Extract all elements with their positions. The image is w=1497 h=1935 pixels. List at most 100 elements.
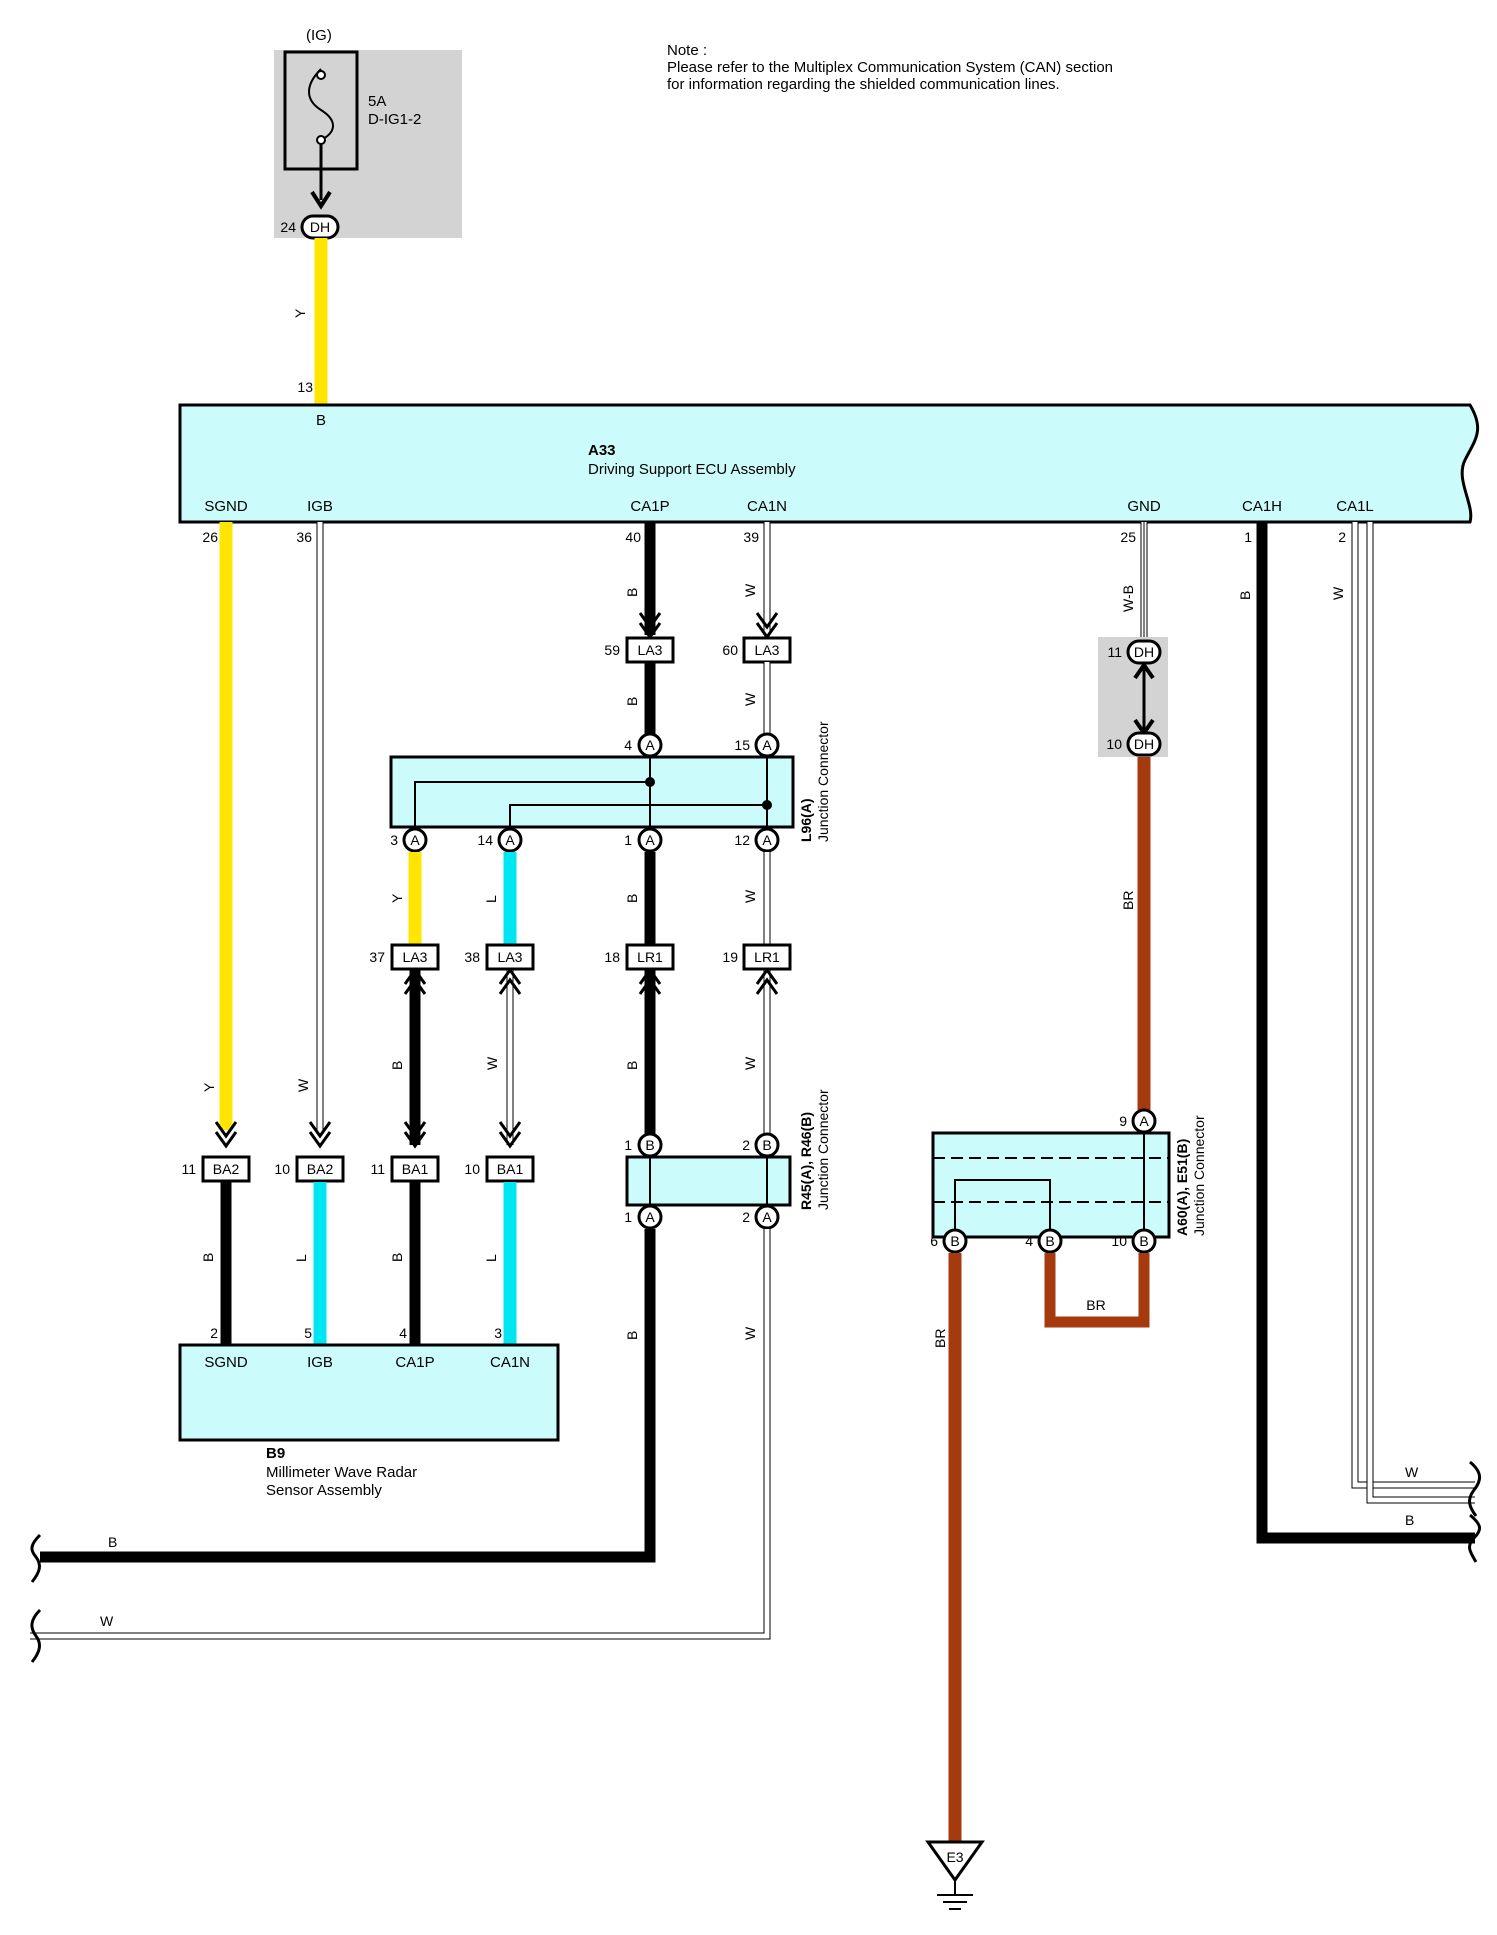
svg-text:BR: BR	[932, 1329, 948, 1348]
svg-text:LA3: LA3	[498, 949, 523, 965]
svg-text:Junction Connector: Junction Connector	[815, 721, 831, 842]
svg-text:1: 1	[1244, 529, 1252, 545]
pin-r45-1	[637, 1204, 663, 1230]
svg-text:L96(A): L96(A)	[798, 798, 814, 842]
svg-text:38: 38	[464, 949, 480, 965]
svg-text:BA1: BA1	[402, 1161, 429, 1177]
svg-text:A: A	[762, 832, 772, 848]
svg-text:B: B	[624, 1331, 640, 1340]
ecu-terminal-igb: IGB	[307, 498, 333, 515]
svg-text:Junction Connector: Junction Connector	[815, 1089, 831, 1210]
connector-la3-59	[625, 636, 675, 664]
ground-symbol: E3	[925, 1840, 985, 1910]
svg-text:B: B	[389, 1061, 405, 1070]
svg-text:B: B	[1405, 1512, 1414, 1528]
svg-text:W: W	[742, 583, 758, 597]
svg-text:36: 36	[296, 529, 312, 545]
note-heading: Note :	[667, 42, 707, 59]
svg-text:A: A	[645, 832, 655, 848]
connector-ba2-10	[295, 1155, 345, 1183]
arrow-down-icon	[310, 190, 332, 210]
svg-text:13: 13	[297, 379, 313, 395]
svg-text:37: 37	[369, 949, 385, 965]
ecu-box: B A33 Driving Support ECU Assembly SGND …	[178, 403, 1480, 524]
svg-text:W: W	[1330, 586, 1346, 600]
svg-text:24: 24	[280, 219, 296, 235]
ecu-terminal-ca1l: CA1L	[1336, 498, 1374, 515]
wire-b-can-bus-left	[40, 1229, 656, 1563]
svg-text:BA2: BA2	[213, 1161, 240, 1177]
svg-text:LA3: LA3	[403, 949, 428, 965]
svg-text:W: W	[100, 1613, 114, 1629]
svg-text:W: W	[742, 889, 758, 903]
svg-text:W-B: W-B	[1120, 585, 1136, 612]
svg-text:LR1: LR1	[754, 949, 780, 965]
wire-w-ca1l-2	[1367, 522, 1475, 1503]
svg-text:W: W	[1405, 1464, 1419, 1480]
junction-connector-a60: A60(A), E51(B) Junction Connector	[931, 1115, 1207, 1239]
note-line-2: for information regarding the shielded c…	[667, 76, 1060, 93]
svg-text:10: 10	[464, 1161, 480, 1177]
svg-text:1: 1	[624, 832, 632, 848]
svg-text:Y: Y	[389, 893, 405, 903]
pin-r46-1	[637, 1132, 663, 1158]
ecu-terminal-ca1h: CA1H	[1242, 498, 1282, 515]
ground-label: E3	[946, 1849, 963, 1865]
wire-w-can-bus-left	[30, 1229, 770, 1639]
svg-text:B: B	[624, 697, 640, 706]
svg-text:Y: Y	[201, 1082, 217, 1092]
svg-text:10: 10	[1111, 1233, 1127, 1249]
svg-text:B: B	[624, 588, 640, 597]
pin-a60-9	[1131, 1108, 1157, 1134]
pin-l96-1	[637, 827, 663, 853]
svg-text:2: 2	[742, 1137, 750, 1153]
ground-icon	[925, 1840, 985, 1883]
svg-text:Y: Y	[292, 308, 308, 318]
svg-text:BA1: BA1	[497, 1161, 524, 1177]
pin-e51-6	[942, 1228, 968, 1254]
svg-text:14: 14	[477, 832, 493, 848]
svg-text:Junction Connector: Junction Connector	[1191, 1115, 1207, 1236]
svg-text:L: L	[293, 1254, 309, 1262]
pin-l96-14	[497, 827, 523, 853]
svg-text:11: 11	[181, 1161, 196, 1177]
svg-text:18: 18	[604, 949, 620, 965]
fuse-element-icon	[308, 68, 334, 141]
radar-name-2: Sensor Assembly	[266, 1482, 382, 1499]
pin-l96-15	[754, 732, 780, 758]
svg-text:B: B	[1045, 1233, 1054, 1249]
wire-br-loop	[1044, 1253, 1150, 1328]
svg-text:DH: DH	[1134, 736, 1154, 752]
wire-w-ca1l-1	[1352, 522, 1475, 1488]
fuse-rating: 5A	[368, 93, 386, 110]
svg-text:B: B	[624, 894, 640, 903]
svg-text:A60(A), E51(B): A60(A), E51(B)	[1174, 1139, 1190, 1236]
svg-text:A: A	[645, 1209, 655, 1225]
wire-b-ca1h	[1256, 522, 1475, 1544]
svg-text:6: 6	[930, 1233, 938, 1249]
svg-text:B: B	[1139, 1233, 1148, 1249]
pin-e51-4	[1037, 1228, 1063, 1254]
svg-text:CA1P: CA1P	[395, 1354, 434, 1371]
pin-e51-10	[1131, 1228, 1157, 1254]
svg-text:DH: DH	[310, 219, 330, 235]
svg-text:1: 1	[624, 1137, 632, 1153]
svg-text:LA3: LA3	[638, 642, 663, 658]
svg-text:2: 2	[742, 1209, 750, 1225]
svg-text:40: 40	[625, 529, 641, 545]
ecu-terminal-ca1p: CA1P	[630, 498, 669, 515]
svg-text:25: 25	[1120, 529, 1136, 545]
note: Note : Please refer to the Multiplex Com…	[667, 42, 1113, 93]
svg-text:BR: BR	[1086, 1297, 1105, 1313]
svg-text:3: 3	[494, 1325, 502, 1341]
junction-connector-l96: L96(A) Junction Connector	[389, 721, 831, 842]
svg-text:SGND: SGND	[204, 1354, 248, 1371]
svg-text:60: 60	[722, 642, 738, 658]
svg-text:4: 4	[399, 1325, 407, 1341]
svg-text:W: W	[295, 1078, 311, 1092]
svg-text:CA1N: CA1N	[490, 1354, 530, 1371]
pin-l96-12	[754, 827, 780, 853]
svg-text:IGB: IGB	[307, 1354, 333, 1371]
svg-text:B: B	[389, 1253, 405, 1262]
